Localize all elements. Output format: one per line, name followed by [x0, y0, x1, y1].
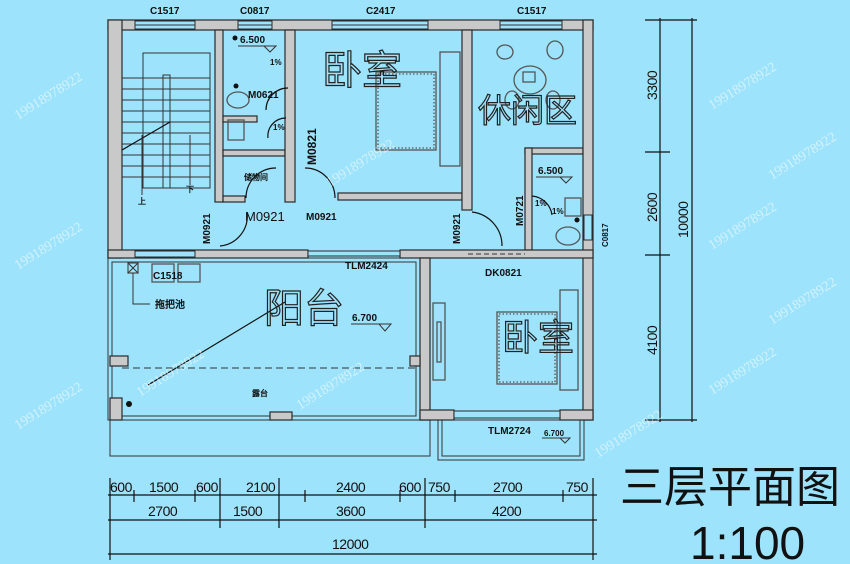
slope-label: 1%: [273, 123, 285, 132]
room-leisure: 休闲区: [478, 91, 577, 130]
tea-table: [513, 65, 547, 95]
elevation-label: 6.500: [240, 35, 265, 46]
bottom-dimensions: 600 1500 600 2100 2400 600 750 2700 750 …: [108, 478, 597, 560]
dimension-total: 12000: [332, 536, 369, 552]
watermark: 19918978922: [134, 347, 207, 401]
door-label: M0921: [202, 213, 213, 244]
slope-label: 1%: [270, 58, 282, 67]
bed-1: [375, 71, 437, 151]
elevation-label: 6.700: [544, 429, 565, 438]
door-label: M0921: [306, 212, 337, 223]
mop-sink-label: 拖把池: [155, 298, 185, 311]
slope-label: 1%: [552, 207, 564, 216]
watermark: 19918978922: [12, 70, 85, 124]
drawing-scale: 1:100: [690, 517, 805, 564]
room-storage: 储物间: [243, 172, 268, 182]
door-label: M0921: [245, 209, 285, 224]
room-bedroom-1: 卧室: [322, 48, 402, 94]
sink-2: [564, 197, 582, 217]
dimension-label: 2400: [336, 479, 366, 495]
room-terrace: 露台: [252, 388, 268, 398]
bed-2: [496, 311, 558, 385]
room-balcony: 阳台: [264, 286, 344, 332]
dimension-label: 3300: [644, 70, 660, 100]
door-label: M0921: [452, 213, 463, 244]
elevation-label: 6.700: [352, 313, 377, 324]
window-label: C1517: [150, 6, 180, 17]
dimension-label: 2100: [246, 479, 276, 495]
elevation-label: 6.500: [538, 166, 563, 177]
dimension-label: 4200: [492, 503, 522, 519]
dimension-label: 600: [399, 479, 422, 495]
staircase: 上 下: [121, 52, 211, 206]
toilet-1: [226, 91, 250, 109]
watermark: 19918978922: [766, 130, 839, 184]
right-dimensions: 3300 2600 4100 10000: [644, 18, 697, 422]
door-label: DK0821: [485, 268, 522, 279]
windows: [134, 20, 593, 419]
watermark: 19918978922: [294, 360, 367, 414]
door-label: TLM2424: [345, 261, 388, 272]
slope-label: 1%: [535, 199, 547, 208]
dimension-label: 3600: [336, 503, 366, 519]
stair-up-label: 上: [138, 196, 146, 206]
elevation-marks: 6.500 6.500 6.700 6.700 1% 1% 1% 1%: [238, 35, 574, 444]
window-label: C1517: [517, 6, 547, 17]
dimension-label: 1500: [233, 503, 263, 519]
toilet-2: [555, 226, 581, 246]
door-label: TLM2724: [488, 426, 531, 437]
watermark: 19918978922: [12, 220, 85, 274]
watermark: 19918978922: [766, 275, 839, 329]
dimension-total: 10000: [675, 201, 691, 238]
dimension-label: 750: [566, 479, 589, 495]
watermark: 19918978922: [592, 408, 665, 462]
door-label: M0721: [515, 195, 526, 226]
dimension-label: 1500: [149, 479, 179, 495]
watermark: 19918978922: [324, 137, 397, 191]
window-label: C0817: [240, 6, 270, 17]
window-label: C2417: [366, 6, 396, 17]
dimension-label: 2700: [148, 503, 178, 519]
dimension-label: 4100: [644, 325, 660, 355]
room-bedroom-2: 卧室: [502, 318, 574, 359]
dimension-label: 750: [428, 479, 451, 495]
dimension-label: 2700: [493, 479, 523, 495]
stair-down-label: 下: [186, 185, 194, 194]
door-label: M0621: [248, 90, 279, 101]
door-label: M0821: [305, 128, 319, 165]
furniture: [126, 35, 582, 407]
dimension-label: 2600: [644, 192, 660, 222]
door-swings: [219, 87, 553, 247]
opening-labels: C1517 C0817 C2417 C1517 C0817 C1518 M062…: [150, 6, 610, 437]
sink-1: [227, 119, 245, 141]
drawing-title: 三层平面图: [620, 462, 840, 513]
watermark: 19918978922: [12, 380, 85, 434]
dimension-label: 600: [110, 479, 133, 495]
window-label: C0817: [601, 223, 610, 247]
room-labels: 卧室 休闲区 阳台 卧室 储物间 露台 拖把池: [155, 47, 578, 398]
window-label: C1518: [153, 271, 183, 282]
watermark: 19918978922: [706, 345, 779, 399]
watermark: 19918978922: [706, 60, 779, 114]
dimension-label: 600: [196, 479, 219, 495]
watermark: 19918978922: [706, 200, 779, 254]
